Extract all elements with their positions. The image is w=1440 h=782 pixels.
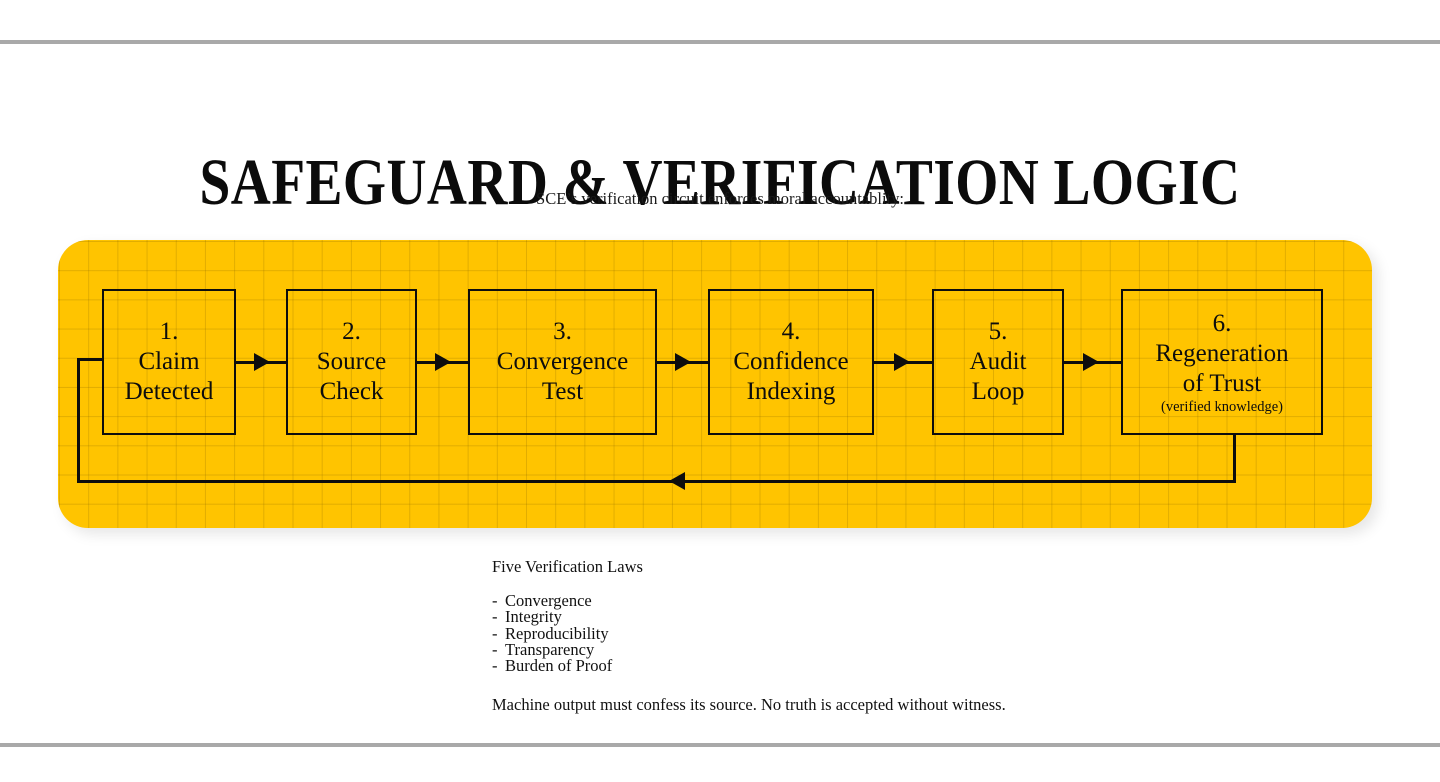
feedback-arrowhead-icon: [669, 472, 685, 490]
law-label: Transparency: [505, 639, 595, 659]
arrowhead-1-to-2-icon: [254, 353, 270, 371]
flow-step-1[interactable]: 1. Claim Detected: [102, 289, 236, 435]
flow-step-6-line2: of Trust: [1182, 369, 1262, 397]
diagram-panel-wrapper: 1. Claim Detected 2. Source Check 3. Con…: [58, 240, 1372, 528]
verification-laws-section: Five Verification Laws -Convergence -Int…: [492, 556, 1192, 716]
page-subtitle: SCE’s verification circuit enforces mora…: [536, 189, 904, 208]
flow-step-5[interactable]: 5. Audit Loop: [932, 289, 1064, 435]
page-title: SAFEGUARD & VERIFICATION LOGIC: [199, 146, 1241, 220]
flow-step-1-number: 1.: [159, 318, 179, 345]
flow-step-4-line2: Indexing: [746, 378, 836, 405]
flow-step-2-line2: Check: [319, 378, 384, 405]
flow-step-4-number: 4.: [781, 318, 801, 345]
arrowhead-4-to-5-icon: [894, 353, 910, 371]
bottom-divider-rule: [0, 743, 1440, 747]
law-label: Burden of Proof: [505, 656, 613, 676]
verification-laws-heading: Five Verification Laws: [492, 557, 643, 576]
flow-step-1-line1: Claim: [138, 348, 200, 375]
feedback-entry-line: [77, 358, 104, 361]
diagram-panel: 1. Claim Detected 2. Source Check 3. Con…: [58, 240, 1372, 528]
flow-step-4[interactable]: 4. Confidence Indexing: [708, 289, 874, 435]
list-dash: -: [492, 591, 498, 610]
law-item: -Integrity: [492, 607, 1192, 627]
flow-step-2-line1: Source: [316, 348, 387, 375]
list-dash: -: [492, 656, 498, 676]
verification-laws-list: -Convergence -Integrity -Reproducibility…: [492, 591, 1192, 676]
flow-step-2-number: 2.: [342, 318, 361, 345]
law-label: Reproducibility: [505, 623, 609, 643]
flow-step-2[interactable]: 2. Source Check: [286, 289, 417, 435]
flow-step-3[interactable]: 3. Convergence Test: [468, 289, 657, 435]
law-item: -Burden of Proof: [492, 656, 1192, 676]
flow-step-6[interactable]: 6. Regeneration of Trust (verified knowl…: [1121, 289, 1323, 435]
law-label: Integrity: [505, 607, 562, 627]
arrowhead-2-to-3-icon: [435, 353, 451, 371]
flow-step-4-line1: Confidence: [733, 348, 849, 375]
law-item: -Convergence: [492, 591, 1192, 610]
flow-step-6-number: 6.: [1212, 309, 1232, 337]
list-dash: -: [492, 639, 498, 659]
flow-step-3-line1: Convergence: [496, 348, 629, 375]
law-item: -Transparency: [492, 639, 1192, 659]
law-label: Convergence: [505, 591, 592, 610]
arrowhead-3-to-4-icon: [675, 353, 691, 371]
flow-step-5-line2: Loop: [971, 378, 1025, 405]
flow-step-6-line1: Regeneration: [1155, 339, 1289, 367]
top-divider-rule: [0, 40, 1440, 44]
flow-step-1-line2: Detected: [124, 378, 214, 405]
flow-step-5-number: 5.: [988, 318, 1008, 345]
arrowhead-5-to-6-icon: [1083, 353, 1099, 371]
flow-step-3-line2: Test: [541, 378, 584, 405]
law-item: -Reproducibility: [492, 623, 1192, 643]
flow-step-6-sublabel: (verified knowledge): [1161, 398, 1283, 415]
list-dash: -: [492, 607, 498, 627]
flow-step-3-number: 3.: [553, 318, 572, 345]
verification-footer-text: Machine output must confess its source. …: [492, 695, 1006, 715]
feedback-horizontal-line: [77, 480, 1236, 483]
feedback-drop-line: [1233, 435, 1236, 483]
flow-step-5-line1: Audit: [969, 348, 1027, 375]
feedback-riser-line: [77, 358, 80, 483]
list-dash: -: [492, 623, 498, 643]
